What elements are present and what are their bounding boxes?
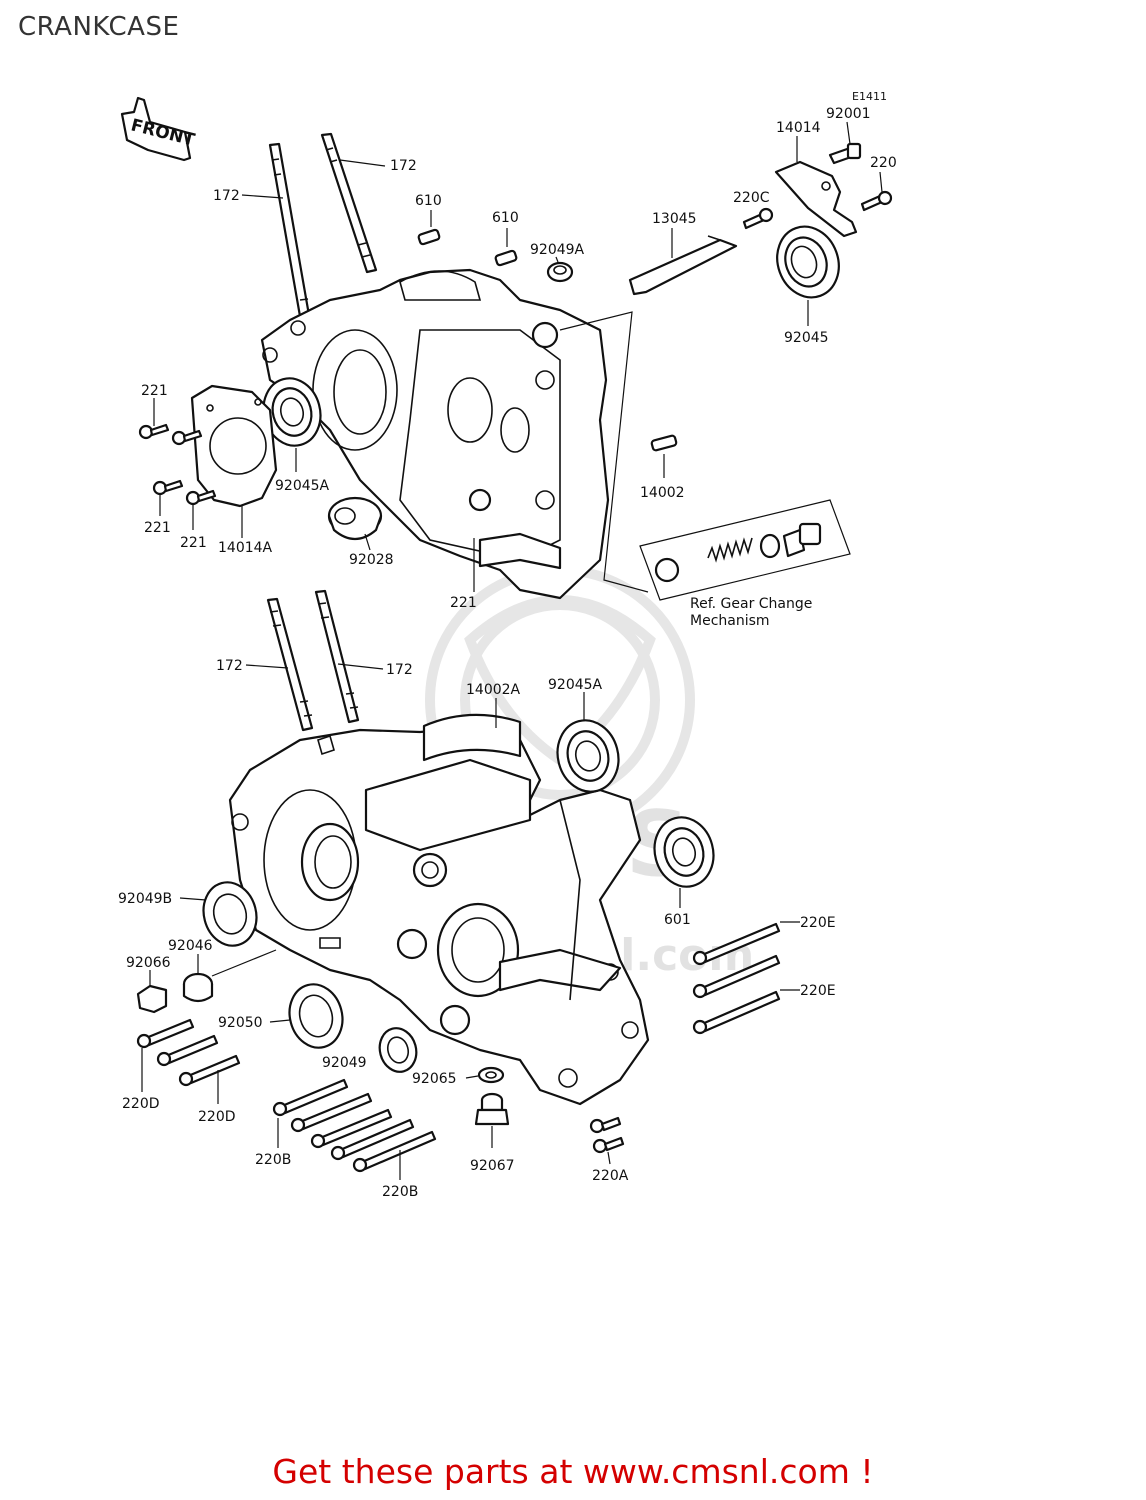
oil-seal-92049A <box>546 261 574 283</box>
label-92045: 92045 <box>784 330 829 346</box>
label-92067: 92067 <box>470 1158 515 1174</box>
label-14002A: 14002A <box>466 682 521 698</box>
label-92046: 92046 <box>168 938 213 954</box>
label-92045A: 92045A <box>275 478 330 494</box>
label-13045: 13045 <box>652 211 697 227</box>
bolt-220B <box>272 1078 437 1173</box>
promo-banner[interactable]: Get these parts at www.cmsnl.com ! <box>272 1452 874 1491</box>
label-220D: 220D <box>198 1109 236 1125</box>
reference-note-line1: Ref. Gear Change <box>690 596 812 612</box>
screw-220 <box>860 190 893 212</box>
screw-220C <box>742 207 774 230</box>
screw-220A <box>589 1116 625 1154</box>
bearing-601 <box>653 816 715 888</box>
washer-92065 <box>477 1066 505 1084</box>
label-220B: 220B <box>382 1184 418 1200</box>
label-220A: 220A <box>592 1168 629 1184</box>
label-92045A: 92045A <box>548 677 603 693</box>
label-14014A: 14014A <box>218 540 273 556</box>
pin-92043 <box>650 434 678 452</box>
label-610: 610 <box>492 210 519 226</box>
diagram-code: E1411 <box>852 90 887 103</box>
cover-14014 <box>774 160 858 238</box>
oil-seal-92049 <box>378 1027 418 1073</box>
chain-guide-13045 <box>628 235 738 296</box>
page-title: CRANKCASE <box>18 12 180 42</box>
label-220B: 220B <box>255 1152 291 1168</box>
bolt-220E <box>692 922 781 1035</box>
label-220E: 220E <box>800 915 836 931</box>
label-92065: 92065 <box>412 1071 457 1087</box>
reference-note-line2: Mechanism <box>690 613 770 629</box>
label-221: 221 <box>180 535 207 551</box>
crankcase-upper-14002 <box>260 268 610 600</box>
label-92049B: 92049B <box>118 891 172 907</box>
label-220E: 220E <box>800 983 836 999</box>
nut-92066 <box>136 984 168 1014</box>
label-220C: 220C <box>733 190 770 206</box>
label-92049A: 92049A <box>530 242 585 258</box>
bolt-220D <box>136 1018 241 1087</box>
label-221: 221 <box>141 383 168 399</box>
bearing-92045A <box>556 719 620 793</box>
label-220D: 220D <box>122 1096 160 1112</box>
label-172: 172 <box>390 158 417 174</box>
label-172: 172 <box>216 658 243 674</box>
label-601: 601 <box>664 912 691 928</box>
stud-172-lower <box>266 589 360 732</box>
label-92043: 14002 <box>640 485 685 501</box>
label-172: 172 <box>213 188 240 204</box>
collar-92046 <box>182 972 214 1003</box>
oil-seal-92049B <box>202 881 258 947</box>
bolt-92001 <box>828 142 862 165</box>
label-92066: 92066 <box>126 955 171 971</box>
label-220: 220 <box>870 155 897 171</box>
label-221: 221 <box>144 520 171 536</box>
collar-92028 <box>327 496 383 541</box>
label-92028: 92028 <box>349 552 394 568</box>
plate-14014A <box>190 384 278 508</box>
label-14002: 221 <box>450 595 477 611</box>
plug-92067 <box>474 1092 510 1126</box>
oil-seal-92050 <box>288 983 344 1049</box>
label-14014: 14014 <box>776 120 821 136</box>
dowel-pin-610 <box>417 228 518 267</box>
bearing-92045 <box>776 225 840 299</box>
label-92049: 92049 <box>322 1055 367 1071</box>
label-92050: 92050 <box>218 1015 263 1031</box>
gear-change-reference-box: Ref. Gear Change Mechanism <box>639 499 851 629</box>
front-direction-marker: FRONT <box>120 96 197 162</box>
label-92001: 92001 <box>826 106 871 122</box>
label-610: 610 <box>415 193 442 209</box>
label-172: 172 <box>386 662 413 678</box>
screw-221 <box>138 423 217 506</box>
crankcase-lower-14002A <box>228 713 650 1106</box>
